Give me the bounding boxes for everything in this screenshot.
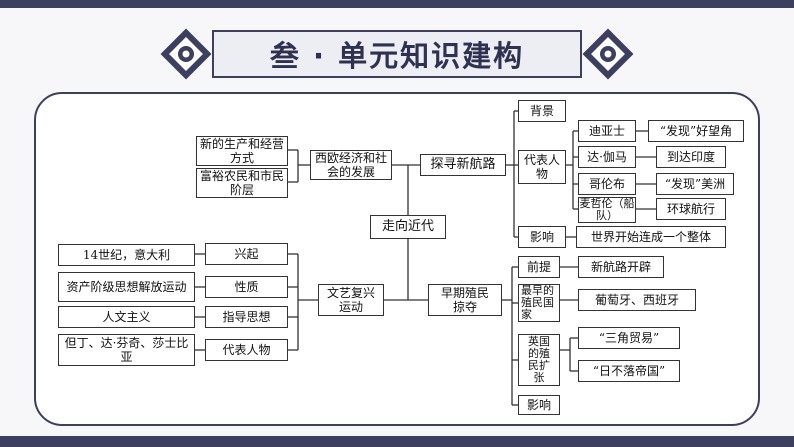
deed-dias: “发现”好望角 [648,120,744,142]
ren-detail-3: 人文主义 [58,306,195,328]
renaissance-node: 文艺复兴运动 [318,284,384,316]
britain-item-1: “三角贸易” [578,327,680,349]
item-impact: 影响 [518,226,566,248]
person-dias: 迪亚士 [578,120,636,142]
item-figures: 代表人物 [518,150,566,184]
ren-detail-4: 但丁、达·芬奇、莎士比亚 [58,334,195,366]
item-earliest: 最早的殖民国家 [518,284,560,322]
ornament-left-icon [160,28,212,80]
deed-magellan: 环球航行 [656,198,726,220]
ren-label-3: 指导思想 [205,306,288,328]
person-gama: 达·伽马 [578,146,636,168]
deed-columbus: “发现”美洲 [656,173,734,195]
cause-node: 西欧经济和社会的发展 [310,150,392,180]
top-bar [0,0,794,8]
item-background: 背景 [518,100,566,122]
ren-detail-2: 资产阶级思想解放运动 [58,272,195,302]
earliest-text: 葡萄牙、西班牙 [578,289,696,311]
item-lower-impact: 影响 [518,395,560,415]
britain-item-2: “日不落帝国” [578,360,680,382]
ren-detail-1: 14世纪，意大利 [58,244,195,266]
impact-text: 世界开始连成一个整体 [576,226,726,248]
branch-new-route: 探寻新航路 [420,154,506,176]
title-box: 叁 · 单元知识建构 [212,30,582,78]
center-node: 走向近代 [370,215,446,239]
bottom-bar [0,436,794,447]
cause-box-1: 新的生产和经营方式 [196,136,288,166]
item-britain: 英国的殖民扩张 [518,334,560,386]
cause-box-2: 富裕农民和市民阶层 [196,168,288,198]
ren-label-4: 代表人物 [205,339,288,361]
person-magellan: 麦哲伦（船队） [578,197,636,223]
premise-text: 新航路开辟 [578,256,664,278]
branch-colonial: 早期殖民掠夺 [428,284,502,316]
deed-gama: 到达印度 [656,146,726,168]
item-premise: 前提 [518,256,560,278]
page-title: 叁 · 单元知识建构 [269,39,525,73]
ren-label-1: 兴起 [205,243,288,265]
ren-label-2: 性质 [205,276,288,298]
ornament-right-icon [582,28,634,80]
person-columbus: 哥伦布 [578,173,636,195]
